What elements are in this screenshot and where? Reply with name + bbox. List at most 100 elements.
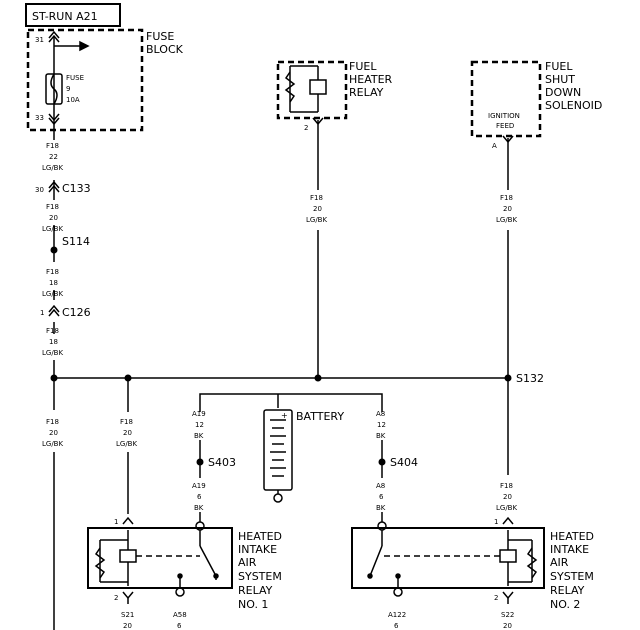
connector-relay-1-top [122, 516, 134, 525]
relay-2-label: HEATED [550, 530, 594, 543]
bottom-wire-label: S22 [501, 611, 514, 619]
splice-s404-label: S404 [390, 456, 418, 469]
connector-relay-2-top [502, 516, 514, 525]
fuse-block-label: BLOCK [146, 43, 184, 56]
connector-pin-31 [48, 34, 60, 43]
connector-c126-symbol [48, 304, 60, 313]
relay-1-label: RELAY [238, 584, 273, 597]
wire-label: 22 [49, 153, 58, 161]
fuse-tap-arrow [79, 40, 90, 52]
wire-label: 18 [49, 338, 58, 346]
wire-label: A8 [376, 482, 385, 490]
relay-1-label: INTAKE [238, 543, 277, 556]
wire-label: F18 [500, 194, 513, 202]
splice-s114-dot [50, 246, 58, 254]
wire-label: F18 [46, 268, 59, 276]
connector-c133-symbol [48, 180, 60, 189]
battery-cable-a19 [199, 393, 383, 412]
wire-label: 6 [197, 493, 202, 501]
connector-c133-name: C133 [62, 182, 91, 195]
relay-2-label: SYSTEM [550, 570, 594, 583]
wire-label: 20 [503, 205, 512, 213]
wire-label: F18 [120, 418, 133, 426]
splice-s132-label: S132 [516, 372, 544, 385]
splice-node [50, 374, 58, 382]
fuel-solenoid-label: DOWN [545, 86, 581, 99]
relay-2-box [351, 527, 545, 589]
wire-label: 20 [49, 429, 58, 437]
relay-1-terminal [175, 587, 185, 597]
battery-plus: + [281, 411, 288, 420]
wire-label: LG/BK [116, 440, 137, 448]
fuse-pin-in: 31 [35, 36, 44, 44]
wire-label: 20 [123, 429, 132, 437]
fuel-solenoid-label: SOLENOID [545, 99, 602, 112]
connector-solenoid-pin [502, 135, 514, 144]
wire-label: LG/BK [42, 440, 63, 448]
fuel-solenoid-pin: A [492, 142, 497, 150]
bottom-wire-label: 6 [394, 622, 399, 630]
wire-label: 12 [377, 421, 386, 429]
wire-label: F18 [46, 203, 59, 211]
connector-pin-33 [48, 113, 60, 122]
relay-1-pin-bottom: 2 [114, 594, 118, 602]
bottom-wire-label: 6 [177, 622, 182, 630]
wire-label: LG/BK [496, 216, 517, 224]
fuse-block-box [26, 28, 144, 132]
splice-s403-label: S403 [208, 456, 236, 469]
wire-label: 6 [379, 493, 384, 501]
wire-label: F18 [46, 418, 59, 426]
wire-label: F18 [46, 142, 59, 150]
splice-s132-dot [504, 374, 512, 382]
fuse-block-label: FUSE [146, 30, 174, 43]
wire-label: LG/BK [42, 290, 63, 298]
wire-label: 18 [49, 279, 58, 287]
wire-label: 12 [195, 421, 204, 429]
relay-2-pin-top: 1 [494, 518, 498, 526]
fuel-heater-relay-label: HEATER [349, 73, 393, 86]
fuel-solenoid-label: SHUT [545, 73, 575, 86]
wire-label: BK [376, 432, 386, 440]
connector-c126-name: C126 [62, 306, 91, 319]
fuel-heater-relay-box [276, 60, 348, 120]
fuel-heater-relay-label: RELAY [349, 86, 384, 99]
wire-label: BK [194, 432, 204, 440]
circuit-header: ST-RUN A21 [32, 10, 98, 23]
bottom-wire-label: A122 [388, 611, 406, 619]
splice-node [314, 374, 322, 382]
relay-2-label: INTAKE [550, 543, 589, 556]
battery-symbol [263, 409, 293, 491]
fuse-number: 9 [66, 85, 70, 93]
bottom-wire-label: 20 [123, 622, 132, 630]
connector-relay-1-bottom [122, 591, 134, 600]
ignition-feed-label: IGNITION [488, 112, 520, 120]
relay-2-label: NO. 2 [550, 598, 580, 611]
fuse-pin-out: 33 [35, 114, 44, 122]
connector-relay-2-bottom [502, 591, 514, 600]
circuit-header-box [25, 3, 121, 27]
connector-c126-pin: 1 [40, 309, 44, 317]
relay-2-pin-bottom: 2 [494, 594, 498, 602]
relay-1-pin-top: 1 [114, 518, 118, 526]
wire-label: BK [194, 504, 204, 512]
relay-2-label: AIR [550, 556, 569, 569]
splice-s114-label: S114 [62, 235, 90, 248]
wire-label: LG/BK [42, 349, 63, 357]
wire-label: 20 [49, 214, 58, 222]
relay-2-terminal [393, 587, 403, 597]
relay-1-label: NO. 1 [238, 598, 268, 611]
fuse-rating: 10A [66, 96, 80, 104]
wire-label: F18 [310, 194, 323, 202]
wire-label: A19 [192, 410, 206, 418]
fuel-solenoid-label: FUEL [545, 60, 573, 73]
bottom-wire-label: S21 [121, 611, 134, 619]
wire-label: BK [376, 504, 386, 512]
wire-label: LG/BK [306, 216, 327, 224]
wire-label: A19 [192, 482, 206, 490]
wire-label: F18 [500, 482, 513, 490]
wire-label: LG/BK [42, 164, 63, 172]
bottom-wire-label: A58 [173, 611, 187, 619]
splice-s404-dot [378, 458, 386, 466]
connector-c133-pin: 30 [35, 186, 44, 194]
